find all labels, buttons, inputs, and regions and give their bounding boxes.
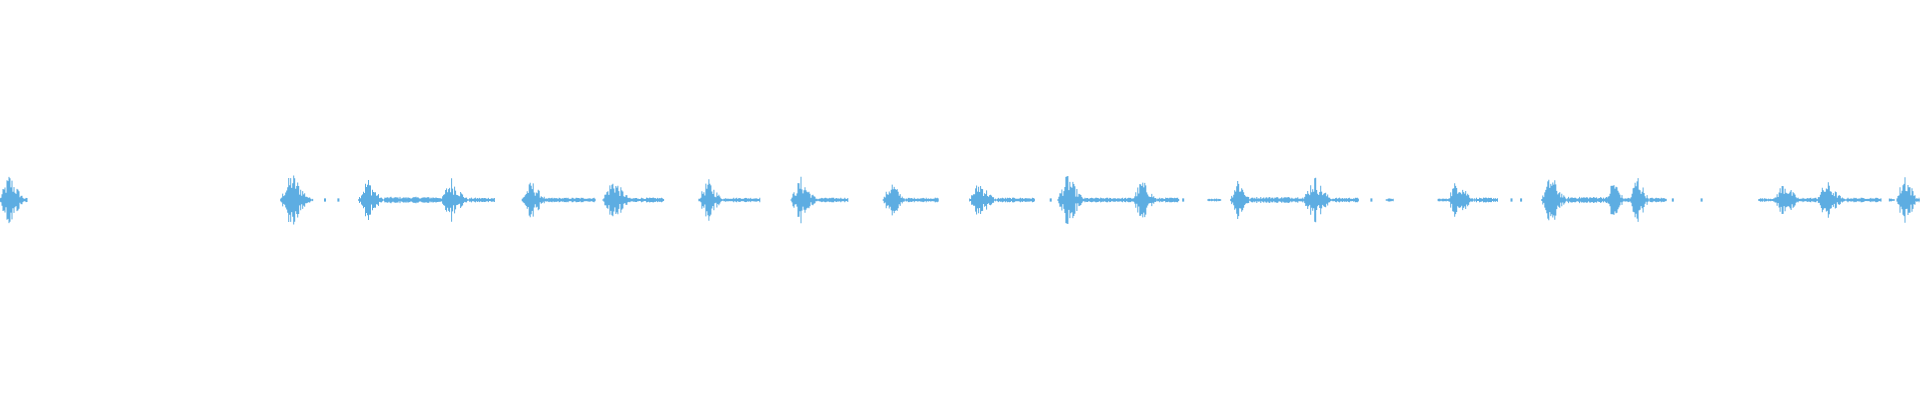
waveform-segment-13	[725, 197, 761, 203]
waveform-segment-24	[1159, 197, 1180, 203]
waveform-segment-22	[1086, 197, 1134, 203]
waveform-segment-12	[698, 179, 726, 221]
waveform-segment-6	[441, 178, 471, 222]
waveform-segment-4	[358, 180, 385, 220]
waveform-segment-10	[602, 183, 634, 217]
waveform-segment-2	[324, 198, 326, 202]
waveform-segment-39	[1568, 196, 1608, 204]
waveform-segment-9	[548, 197, 596, 203]
waveform-segment-31	[1370, 198, 1373, 202]
waveform-segment-0	[0, 176, 28, 224]
waveform-segment-49	[1815, 182, 1847, 218]
waveform-segment-50	[1846, 197, 1882, 203]
waveform-segment-26	[1207, 198, 1222, 202]
waveform-segment-36	[1510, 198, 1513, 202]
waveform-segment-21	[1057, 176, 1087, 224]
waveform-segment-43	[1650, 197, 1667, 203]
waveform-segment-33	[1437, 198, 1448, 202]
waveform-segment-20	[1049, 198, 1052, 202]
waveform-segment-30	[1333, 197, 1359, 203]
waveform-segment-17	[907, 197, 939, 203]
waveform-segment-44	[1671, 198, 1674, 202]
waveform-segment-42	[1629, 178, 1652, 222]
waveform-segment-45	[1700, 198, 1703, 202]
waveform-segment-34	[1447, 183, 1477, 217]
waveform-segment-5	[384, 196, 442, 204]
waveform-segment-51	[1888, 198, 1895, 202]
waveform-segment-19	[997, 197, 1035, 203]
waveform-segment-11	[633, 197, 665, 203]
waveform-segment-29	[1303, 177, 1335, 223]
waveform-segment-3	[337, 198, 340, 202]
waveform-segment-48	[1802, 197, 1817, 203]
waveform-segment-41	[1625, 197, 1630, 203]
waveform-segment-40	[1606, 185, 1627, 215]
waveform-segment-37	[1520, 198, 1523, 202]
waveform-segment-8	[521, 182, 549, 218]
waveform-segment-38	[1541, 179, 1569, 221]
waveform-segment-18	[969, 185, 999, 215]
waveform-segment-28	[1251, 197, 1304, 203]
waveform-segment-25	[1182, 198, 1185, 202]
waveform-segment-35	[1476, 197, 1498, 203]
waveform-segment-23	[1132, 182, 1160, 218]
waveform-segment-27	[1230, 181, 1253, 219]
waveform-segment-16	[882, 184, 908, 216]
waveform-segment-52	[1896, 177, 1920, 223]
waveform-segment-15	[819, 197, 849, 203]
waveform-segment-7	[469, 197, 495, 203]
waveform-segment-47	[1773, 186, 1803, 214]
waveform-segment-46	[1758, 198, 1775, 202]
waveform-segment-14	[790, 176, 820, 224]
waveform-segment-32	[1385, 198, 1394, 202]
waveform-segment-1	[280, 175, 314, 225]
